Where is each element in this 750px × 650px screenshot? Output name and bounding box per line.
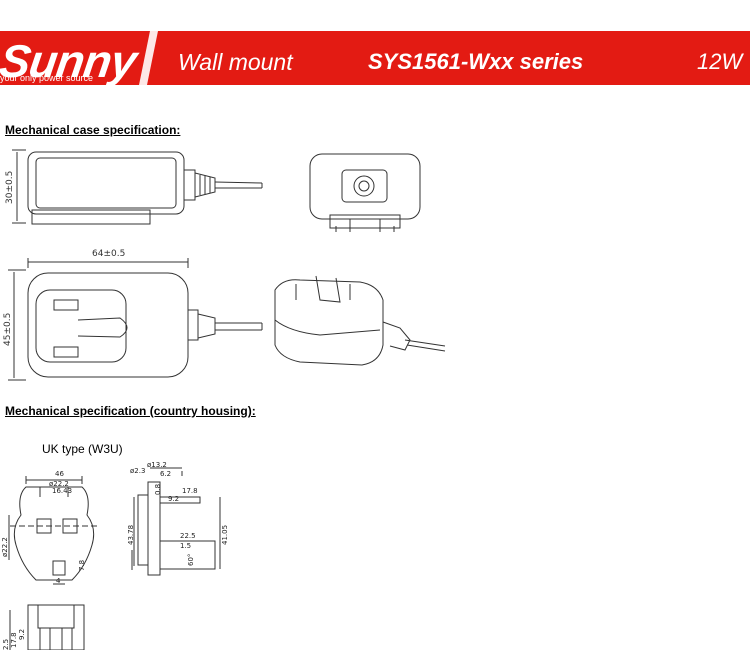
- series-title: SYS1561-Wxx series: [368, 49, 584, 74]
- case-spec-title: Mechanical case specification:: [5, 123, 181, 137]
- header-bar: [0, 31, 750, 85]
- svg-text:0.8: 0.8: [154, 484, 162, 495]
- svg-text:17.8: 17.8: [182, 487, 198, 495]
- svg-text:41.05: 41.05: [221, 525, 229, 545]
- height-dimension: 30±0.5: [5, 171, 15, 204]
- svg-text:16.43: 16.43: [52, 487, 72, 495]
- isometric-view-drawing: [274, 275, 446, 366]
- uk-front-drawing: [8, 476, 99, 585]
- svg-text:22.5: 22.5: [180, 532, 196, 540]
- svg-text:ø13.2: ø13.2: [147, 461, 167, 469]
- housing-spec-title: Mechanical specification (country housin…: [5, 404, 256, 418]
- side-view-drawing: [12, 149, 263, 225]
- product-type: Wall mount: [178, 49, 293, 75]
- logo-tagline: your only power source: [0, 73, 94, 83]
- svg-text:43.78: 43.78: [127, 525, 135, 545]
- top-view-drawing: [8, 258, 263, 381]
- uk-bottom-drawing: [9, 604, 85, 650]
- svg-text:46: 46: [55, 470, 64, 478]
- svg-text:9.2: 9.2: [18, 629, 26, 640]
- width-dimension: 45±0.5: [3, 313, 13, 346]
- svg-text:ø22.2: ø22.2: [1, 537, 9, 557]
- svg-text:7.8: 7.8: [78, 560, 86, 571]
- svg-text:4: 4: [56, 577, 61, 585]
- svg-text:2.5: 2.5: [2, 639, 10, 650]
- svg-text:ø22.2: ø22.2: [49, 480, 69, 488]
- svg-text:ø2.3: ø2.3: [130, 467, 145, 475]
- svg-text:6.2: 6.2: [160, 470, 171, 478]
- svg-text:60°: 60°: [187, 554, 195, 566]
- power-rating: 12W: [697, 49, 743, 74]
- front-view-drawing: [309, 153, 421, 232]
- uk-type-label: UK type (W3U): [42, 442, 123, 456]
- uk-side-drawing: [131, 467, 221, 576]
- svg-text:1.5: 1.5: [180, 542, 191, 550]
- svg-text:17.8: 17.8: [10, 632, 18, 648]
- length-dimension: 64±0.5: [92, 249, 125, 259]
- svg-text:9.2: 9.2: [168, 495, 179, 503]
